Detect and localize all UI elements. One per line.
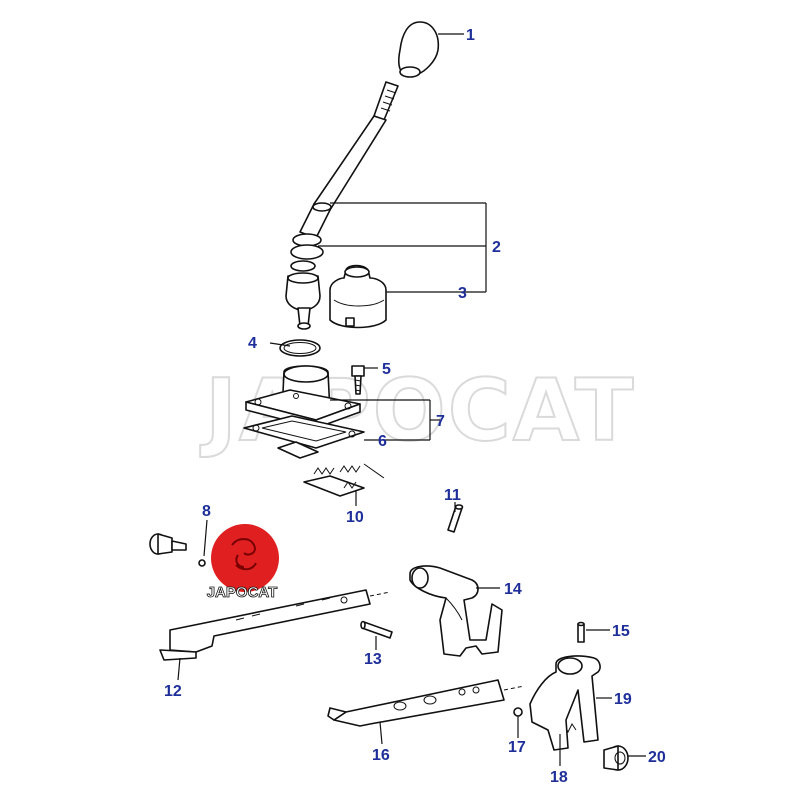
roll-pin-11 [447,504,464,533]
shift-housing [245,365,361,429]
washer-8 [198,559,206,567]
callout-labels: 1 2 3 4 5 6 7 8 10 11 12 13 14 15 16 17 … [164,27,666,786]
callout-15: 15 [612,623,630,640]
callout-18: 18 [550,769,568,786]
bolt-20 [603,745,629,771]
lever-ball-joint [285,272,321,330]
callout-11: 11 [444,487,461,504]
shift-rod-16 [327,679,525,727]
callout-3: 3 [458,285,467,302]
shift-knob [398,21,440,78]
japocat-logo: JAPOCAT [206,524,279,601]
detent-ball-17 [513,707,523,717]
callout-17: 17 [508,739,526,756]
callout-16: 16 [372,747,390,764]
shift-lever-rod [290,81,399,272]
callout-7: 7 [436,413,445,430]
callout-13: 13 [364,651,382,668]
shift-fork-19 [529,655,601,751]
callout-6: 6 [378,433,387,450]
callout-1: 1 [466,27,475,44]
housing-gasket [243,415,365,459]
callout-5: 5 [382,361,391,378]
roll-pin-13 [360,620,393,639]
leader-lines [177,33,646,766]
callout-4: 4 [248,335,257,352]
callout-20: 20 [648,749,666,766]
snap-ring [279,339,321,357]
callout-10: 10 [346,509,364,526]
callout-8: 8 [202,503,211,520]
bolt-8 [149,533,187,555]
spring-set [303,463,385,497]
callout-2: 2 [492,239,501,256]
callout-19: 19 [614,691,632,708]
lever-boot [329,264,387,329]
roll-pin-15 [577,621,585,643]
bolt-5 [351,365,365,395]
logo-text: JAPOCAT [207,584,278,601]
shift-fork-14 [409,565,503,657]
logo-badge [211,524,279,592]
callout-12: 12 [164,683,182,700]
shift-rod-12 [159,589,391,661]
callout-14: 14 [504,581,522,598]
